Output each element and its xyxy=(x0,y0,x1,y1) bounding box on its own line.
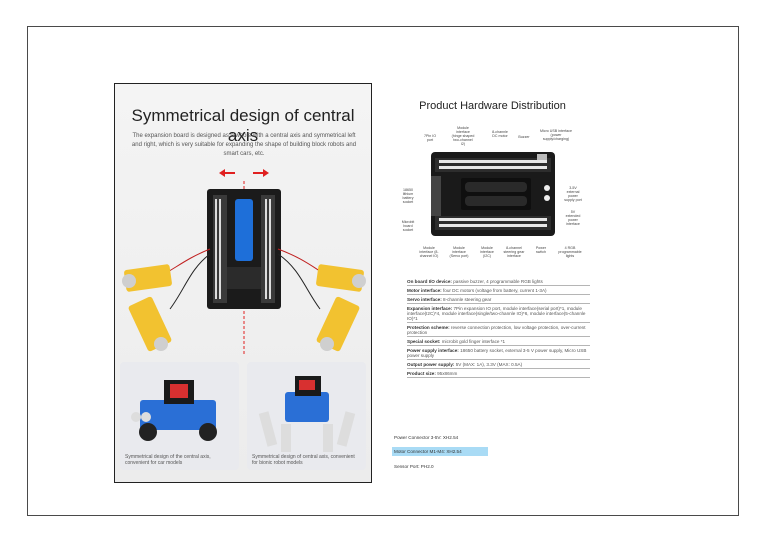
robot-model-panel: Symmetrical design of central axis, conv… xyxy=(247,362,366,470)
car-model-caption: Symmetrical design of the central axis, … xyxy=(125,454,211,466)
spec-row: Output power supply: 5V (MAX: 1A), 3.3V … xyxy=(407,360,590,369)
robot-model-caption: Symmetrical design of central axis, conv… xyxy=(252,454,355,466)
annotation-buzzer: Buzzer xyxy=(518,135,530,139)
power-connector-note: Power Connector 3-5V: XH2.54 xyxy=(394,435,459,440)
right-arrow-head-icon xyxy=(263,169,269,177)
spec-row: On board I/O device: passive buzzer, 4 p… xyxy=(407,277,590,286)
annotation-battery-socket: 18650 lithium battery socket xyxy=(402,188,414,204)
annotation-external-power: 3-5V external power supply port xyxy=(564,186,582,202)
annotation-module-io: Module interface (8-channel IO) xyxy=(419,246,439,258)
spec-row: Product size: 95x86mm xyxy=(407,369,590,378)
annotation-dc-motor: 8-channle DC motor xyxy=(492,130,508,138)
annotation-micro-usb: Micro USB interface (power supply/chargi… xyxy=(540,129,572,141)
annotation-power-switch: Power switch xyxy=(535,246,547,254)
spec-row: Protection scheme: reverse connection pr… xyxy=(407,323,590,337)
board-with-motors-image xyxy=(122,169,366,354)
annotation-module-hinge: Module interface (hinge shaped two-chann… xyxy=(451,126,475,146)
annotation-module-servo: Module interface (Servo port) xyxy=(449,246,469,258)
left-arrow-head-icon xyxy=(219,169,225,177)
product-poster: Symmetrical design of central axis The e… xyxy=(114,83,372,483)
motor-right-top xyxy=(316,264,366,292)
poster-title: Symmetrical design of central axis xyxy=(131,106,355,145)
robot-model-image xyxy=(258,376,356,452)
sensor-port-note: Sensor Port: PH2.0 xyxy=(394,464,434,469)
annotation-microbit-socket: Microbit board socket xyxy=(401,220,415,232)
annotation-rgb-lights: 4 RGB programmable lights xyxy=(558,246,582,258)
annotation-module-i2c: Module interface (I2C) xyxy=(480,246,494,258)
spec-row: Servo interface: 8-channle steering gear xyxy=(407,295,590,304)
hardware-title: Product Hardware Distribution xyxy=(419,100,566,112)
hardware-diagram: 7Pin IO port Module interface (hinge sha… xyxy=(395,118,590,266)
motor-connector-note-highlighted: Motor Connector M1-M4: XH2.54 xyxy=(392,447,488,456)
car-model-panel: Symmetrical design of the central axis, … xyxy=(120,362,239,470)
spec-row: Power supply interface: 18650 battery so… xyxy=(407,346,590,360)
spec-table: On board I/O device: passive buzzer, 4 p… xyxy=(407,277,590,378)
spec-row: Expansion interface: 7Pin expansion IO p… xyxy=(407,304,590,323)
annotation-5v-power: 5V extended power interface xyxy=(565,210,581,226)
annotation-steering-gear: 8-channel steering gear interface xyxy=(503,246,525,258)
motor-right-bottom xyxy=(316,296,360,352)
hardware-board-image xyxy=(431,152,555,236)
battery xyxy=(235,199,253,261)
motor-left-bottom xyxy=(128,296,172,352)
car-model-image xyxy=(131,380,217,441)
motor-left-top xyxy=(122,264,172,292)
annotation-7pin-io: 7Pin IO port xyxy=(424,134,436,142)
spec-row: Motor interface: four DC motors (voltage… xyxy=(407,286,590,295)
poster-description: The expansion board is designed as a who… xyxy=(131,133,357,157)
spec-row: Special socket: microbit gold finger int… xyxy=(407,337,590,346)
